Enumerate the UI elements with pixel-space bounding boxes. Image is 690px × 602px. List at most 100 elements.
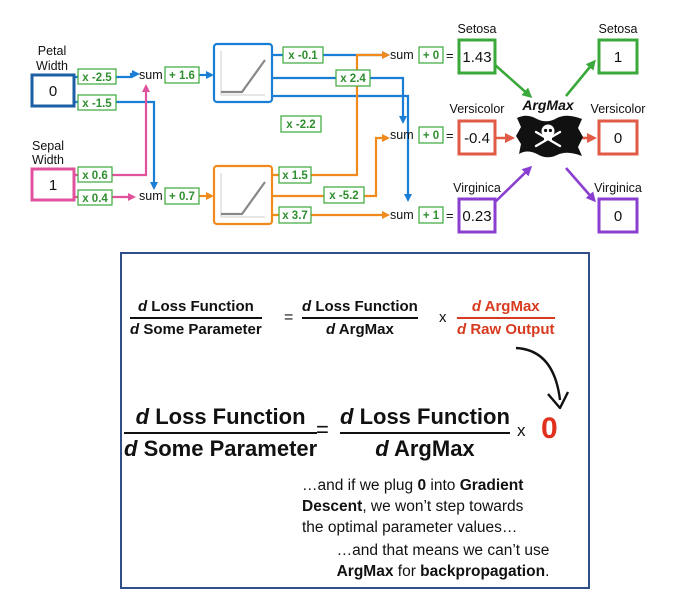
bias-setosa: + 0	[423, 50, 439, 62]
explanation-line-1: …and if we plug 0 into Gradient	[302, 475, 564, 496]
para1-zero: 0	[417, 477, 427, 494]
raw-versicolor-value: -0.4	[464, 130, 490, 147]
weight-hidden2-versicolor: x -5.2	[329, 190, 358, 202]
eq1-lhs-denominator: d Some Parameter	[130, 319, 262, 340]
sum-virginica-label: sum	[390, 208, 414, 222]
argmax-node: ArgMax	[516, 97, 583, 158]
relu-curve-icon	[221, 181, 266, 216]
eq2-lhs-num-text: d Loss Function	[135, 404, 306, 429]
hidden-sum-1: sum + 1.6	[139, 66, 200, 84]
out-virginica-value: 0	[614, 208, 622, 225]
out-versicolor-label: Versicolor	[591, 102, 646, 116]
out-setosa-value: 1	[614, 49, 622, 66]
eq1-rhs2-fraction: d ArgMax d Raw Output	[457, 296, 555, 340]
petal-width-value: 0	[49, 83, 57, 100]
sepal-width-box	[30, 167, 76, 202]
weight-hidden2-setosa: x 1.5	[282, 170, 308, 182]
skull-crossbones-icon	[534, 124, 562, 148]
bias-hidden1: + 1.6	[169, 70, 195, 82]
equals-virginica: =	[446, 208, 454, 223]
relu-activation-2	[212, 164, 274, 226]
para1-gradient: Gradient	[459, 477, 524, 494]
eq1-lhs-numerator: d Loss Function	[130, 296, 262, 319]
argmax-label: ArgMax	[521, 97, 575, 113]
relu-activation-1	[212, 42, 274, 104]
relu-curve-icon	[221, 59, 266, 94]
eq2-lhs-denominator: d Some Parameter	[124, 434, 317, 464]
sum-versicolor-label: sum	[390, 128, 414, 142]
eq1-lhs-den-text: d Some Parameter	[130, 321, 262, 338]
sum-setosa-label: sum	[390, 48, 414, 62]
out-setosa-label: Setosa	[599, 22, 638, 36]
para1-line2-rest: , we won’t step towards	[362, 498, 524, 515]
out-versicolor-value: 0	[614, 130, 622, 147]
eq1-rhs2-den-text: d Raw Output	[457, 321, 555, 338]
eq1-rhs2-num-text: d ArgMax	[471, 298, 540, 315]
curved-arrow-icon	[515, 346, 570, 410]
para2-backprop: backpropagation	[420, 563, 546, 580]
edge-argmax-to-setosa	[564, 59, 596, 97]
bias-versicolor: + 0	[423, 130, 439, 142]
eq1-rhs1-num-text: d Loss Function	[302, 298, 418, 315]
raw-output-versicolor: Versicolor -0.4	[450, 102, 505, 156]
eq2-rhs-numerator: d Loss Function	[340, 402, 510, 434]
eq1-rhs2-numerator: d ArgMax	[457, 296, 555, 319]
weight-petal-bottom: x -1.5	[82, 98, 112, 110]
output-sum-versicolor: sum + 0 =	[390, 126, 454, 144]
eq2-times: x	[517, 421, 526, 440]
petal-width-label-line1: Petal	[38, 44, 67, 58]
weight-hidden1-versicolor: x 2.4	[340, 73, 366, 85]
equals-setosa: =	[446, 48, 454, 63]
eq2-zero: 0	[541, 412, 558, 445]
eq1-rhs1-numerator: d Loss Function	[302, 296, 418, 319]
explanation-line-3: the optimal parameter values…	[302, 519, 518, 536]
eq1-rhs2-denominator: d Raw Output	[457, 319, 555, 340]
weight-hidden1-setosa: x -0.1	[288, 50, 318, 62]
eq1-lhs-fraction: d Loss Function d Some Parameter	[130, 296, 262, 340]
eq1-lhs-num-text: d Loss Function	[137, 298, 254, 315]
input-petal-width: Petal Width 0	[30, 44, 76, 108]
eq2-rhs-num-text: d Loss Function	[340, 404, 510, 429]
eq1-times: x	[439, 309, 447, 326]
sum1-label: sum	[139, 68, 163, 82]
weight-sepal-bottom: x 0.4	[82, 193, 108, 205]
neural-network-diagram: Petal Width 0 Sepal Width 1 x -2.5 x -1.…	[30, 22, 646, 234]
raw-setosa-value: 1.43	[462, 49, 491, 66]
eq2-lhs-numerator: d Loss Function	[124, 402, 318, 434]
raw-virginica-value: 0.23	[462, 208, 491, 225]
explanation-line-2: Descent, we won’t step towards	[302, 496, 564, 517]
weight-hidden2-virginica: x 3.7	[282, 210, 308, 222]
edge-virginica-to-argmax	[493, 165, 533, 204]
eq1-rhs1-fraction: d Loss Function d ArgMax	[302, 296, 418, 340]
edge-relu1-to-versicolor	[272, 76, 407, 124]
explanation-line-4: …and that means we can’t use	[336, 542, 550, 559]
para1-descent: Descent	[302, 498, 363, 515]
hidden-sum-2: sum + 0.7	[139, 187, 200, 205]
raw-virginica-label: Virginica	[453, 181, 501, 195]
eq1-equals: =	[284, 309, 294, 326]
eq1-rhs1-den-text: d ArgMax	[326, 321, 394, 338]
output-sum-setosa: sum + 0 =	[390, 46, 454, 64]
sepal-width-label-line2: Width	[32, 153, 64, 167]
explanation-line-5: ArgMax for backpropagation.	[314, 561, 572, 582]
output-sum-virginica: sum + 1 =	[390, 206, 454, 224]
argmax-output-virginica: Virginica 0	[594, 181, 642, 234]
para2-mid: for	[393, 563, 421, 580]
bias-hidden2: + 0.7	[169, 191, 195, 203]
sum2-label: sum	[139, 189, 163, 203]
eq2-rhs-fraction: d Loss Function d ArgMax	[340, 402, 510, 464]
para2-argmax: ArgMax	[336, 563, 394, 580]
para2-end: .	[545, 563, 550, 580]
eq2-rhs-denominator: d ArgMax	[340, 434, 510, 464]
formula-panel: d Loss Function d Some Parameter = d Los…	[120, 252, 590, 589]
eq1-rhs1-denominator: d ArgMax	[302, 319, 418, 340]
petal-width-box	[30, 73, 76, 108]
raw-setosa-label: Setosa	[458, 22, 497, 36]
eq2-lhs-fraction: d Loss Function d Some Parameter	[124, 402, 318, 464]
eq2-lhs-den-text: d Some Parameter	[124, 436, 318, 461]
sepal-width-value: 1	[49, 177, 57, 194]
raw-versicolor-label: Versicolor	[450, 102, 505, 116]
sepal-width-label-line1: Sepal	[32, 139, 64, 153]
out-virginica-label: Virginica	[594, 181, 642, 195]
edge-relu2-to-setosa	[272, 51, 390, 177]
